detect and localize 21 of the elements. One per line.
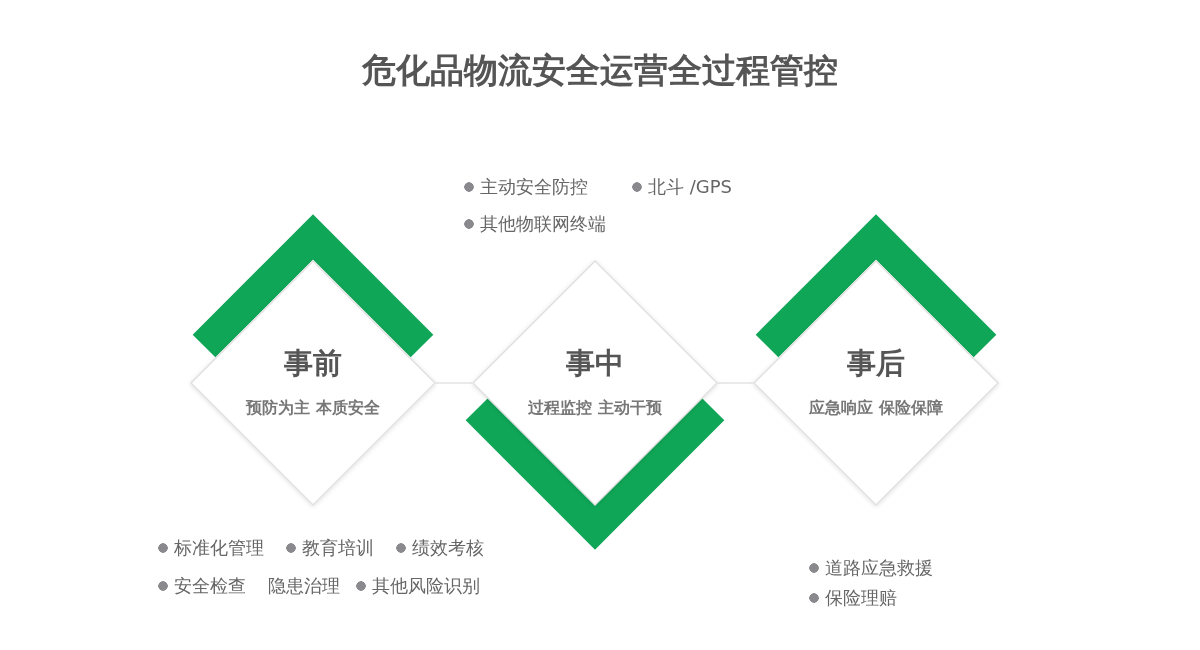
list-item: 隐患治理 bbox=[268, 575, 340, 597]
stage-heading: 事后 bbox=[846, 345, 906, 382]
stage-heading: 事中 bbox=[565, 345, 625, 382]
stage-subtitle: 过程监控 主动干预 bbox=[527, 398, 663, 419]
bullet-item: 其他物联网终端 bbox=[464, 213, 606, 235]
bullet-item: 道路应急救援 bbox=[809, 557, 933, 579]
stage-subtitle: 应急响应 保险保障 bbox=[808, 398, 944, 419]
bullet-item: 主动安全防控 bbox=[464, 176, 588, 198]
bullet-item: 其他风险识别 bbox=[356, 575, 480, 597]
bullet-item: 北斗 /GPS bbox=[632, 176, 732, 198]
title: 危化品物流安全运营全过程管控 bbox=[361, 49, 839, 92]
stage-diamond bbox=[472, 260, 718, 506]
bullet-item: 教育培训 bbox=[286, 537, 374, 559]
bullet-item: 安全检查 bbox=[158, 575, 246, 597]
bullet-item: 绩效考核 bbox=[396, 537, 484, 559]
bullet-item: 标准化管理 bbox=[158, 537, 264, 559]
stage-diamond bbox=[190, 260, 436, 506]
bullet-item: 保险理赔 bbox=[809, 587, 897, 609]
stage-subtitle: 预防为主 本质安全 bbox=[244, 398, 381, 419]
stage-heading: 事前 bbox=[283, 345, 343, 382]
stage-diamond bbox=[753, 260, 999, 506]
